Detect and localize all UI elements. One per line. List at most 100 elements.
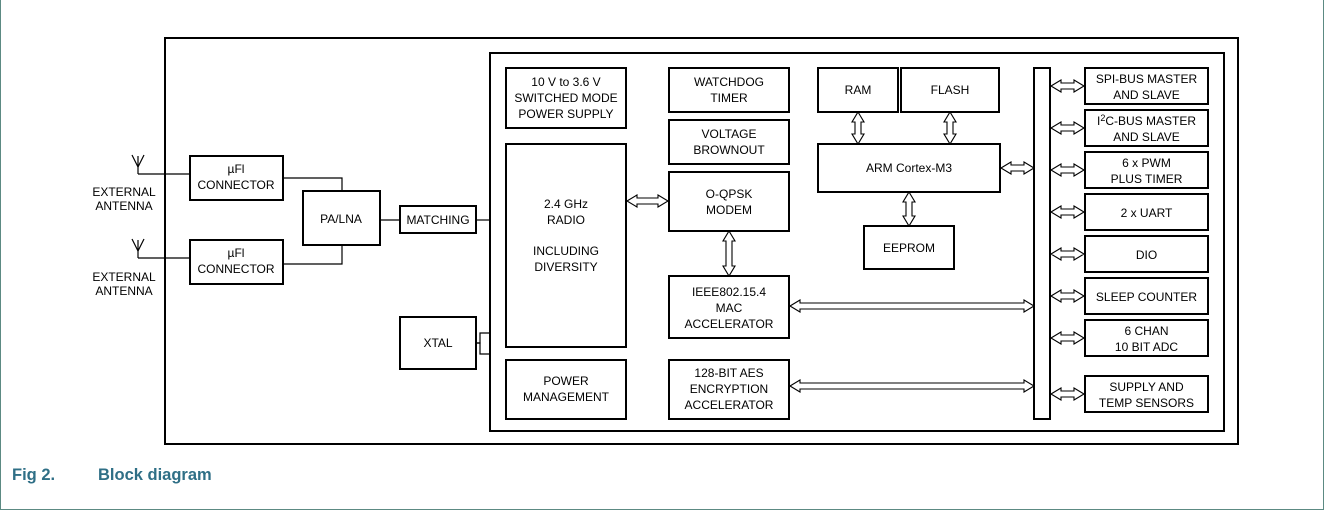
connector-link [283, 245, 343, 265]
pa-lna-block [302, 190, 381, 246]
module-outline [164, 37, 1239, 445]
block-label: DIO [1136, 248, 1157, 262]
block-label: BROWNOUT [693, 143, 765, 157]
ram-block [817, 67, 899, 113]
block-label: POWER [543, 374, 589, 388]
block-label: µFl [228, 246, 245, 260]
mac-accelerator-block [668, 275, 790, 339]
block-label: VOLTAGE [702, 127, 757, 141]
block-label: MAC [716, 301, 743, 315]
double-arrow-icon [902, 190, 916, 228]
double-arrow-icon [1049, 205, 1086, 219]
antenna-label-line: EXTERNAL [92, 185, 156, 199]
block-label: TEMP SENSORS [1099, 396, 1194, 410]
double-arrow-icon [788, 379, 1036, 393]
block-label: EEPROM [883, 241, 935, 255]
figure-title: Block diagram [98, 466, 212, 484]
double-arrow-icon [851, 110, 865, 146]
connector-block [189, 155, 284, 201]
power-management-block [505, 359, 627, 420]
xtal-link [476, 332, 490, 344]
figure-caption: Fig 2. Block diagram [12, 466, 212, 485]
antenna-label-line: ANTENNA [95, 284, 152, 298]
block-label: SLEEP COUNTER [1096, 290, 1197, 304]
block-label: XTAL [423, 336, 452, 350]
peripheral-block [1084, 67, 1209, 105]
block-label: ACCELERATOR [685, 317, 774, 331]
block-label: AND SLAVE [1113, 130, 1179, 144]
block-label: SPI-BUS MASTER [1096, 72, 1198, 86]
block-label: CONNECTOR [197, 178, 274, 192]
double-arrow-icon [1049, 331, 1086, 345]
double-arrow-icon [1049, 387, 1086, 401]
block-label: 6 x PWM [1122, 156, 1171, 170]
peripheral-block [1084, 235, 1209, 273]
double-arrow-icon [1049, 121, 1086, 135]
block-label: SUPPLY AND [1109, 380, 1184, 394]
watchdog-block [668, 67, 790, 113]
power-supply-block [505, 67, 627, 129]
xtal-link [476, 342, 490, 355]
brownout-block [668, 119, 790, 165]
bus-arrows [625, 79, 1086, 401]
connector-link [283, 177, 343, 191]
block-label: PA/LNA [320, 212, 362, 226]
block-label: MODEM [706, 203, 752, 217]
block-label: 2 x UART [1121, 206, 1173, 220]
block-label: INCLUDING [533, 244, 599, 258]
block-label: IEEE802.15.4 [692, 285, 766, 299]
peripheral-block [1084, 151, 1209, 189]
block-label: CONNECTOR [197, 262, 274, 276]
connector-block [189, 239, 284, 285]
figure-number: Fig 2. [12, 466, 56, 484]
double-arrow-icon [1049, 247, 1086, 261]
block-label: O-QPSK [706, 187, 753, 201]
block-label: AND SLAVE [1113, 88, 1179, 102]
block-label: 128-BIT AES [694, 366, 763, 380]
block-label: 10 V to 3.6 V [531, 75, 600, 89]
block-label: 2.4 GHz [544, 197, 588, 211]
radio-block [505, 143, 627, 348]
block-diagram: EXTERNAL ANTENNA EXTERNAL ANTENNA µFl CO… [92, 37, 1239, 445]
double-arrow-icon [1049, 163, 1086, 177]
aes-accelerator-block [668, 359, 790, 420]
peripheral-bus [1033, 67, 1051, 420]
antenna-icon [131, 154, 190, 175]
double-arrow-icon [943, 110, 957, 146]
matching-block [399, 205, 477, 234]
block-label: TIMER [710, 91, 748, 105]
double-arrow-icon [1049, 289, 1086, 303]
antenna-icon [131, 238, 190, 259]
block-label: PLUS TIMER [1111, 172, 1183, 186]
block-label: 6 CHAN [1124, 324, 1168, 338]
double-arrow-icon [999, 161, 1036, 175]
double-arrow-icon [722, 229, 736, 278]
antenna-label-line: EXTERNAL [92, 270, 156, 284]
peripheral-block [1084, 319, 1209, 357]
block-label: µFl [228, 162, 245, 176]
block-label: ARM Cortex-M3 [866, 161, 952, 175]
chip-outline [489, 52, 1225, 432]
block-label: RAM [845, 83, 872, 97]
antenna-label-line: ANTENNA [95, 199, 152, 213]
block-label: ACCELERATOR [685, 398, 774, 412]
double-arrow-icon [625, 194, 670, 208]
double-arrow-icon [788, 299, 1036, 313]
peripheral-block [1084, 109, 1209, 147]
block-label: POWER SUPPLY [518, 107, 613, 121]
block-label: 10 BIT ADC [1115, 340, 1178, 354]
eeprom-block [863, 225, 955, 270]
peripheral-block [1084, 375, 1209, 413]
block-label: RADIO [547, 213, 585, 227]
block-label: WATCHDOG [694, 75, 764, 89]
block-label: MANAGEMENT [523, 390, 610, 404]
block-label: SWITCHED MODE [514, 91, 617, 105]
block-label: MATCHING [406, 213, 469, 227]
peripheral-block [1084, 277, 1209, 315]
block-label: ENCRYPTION [690, 382, 768, 396]
peripheral-block [1084, 193, 1209, 231]
block-label: FLASH [931, 83, 970, 97]
xtal-block [399, 316, 477, 370]
modem-block [668, 171, 790, 232]
